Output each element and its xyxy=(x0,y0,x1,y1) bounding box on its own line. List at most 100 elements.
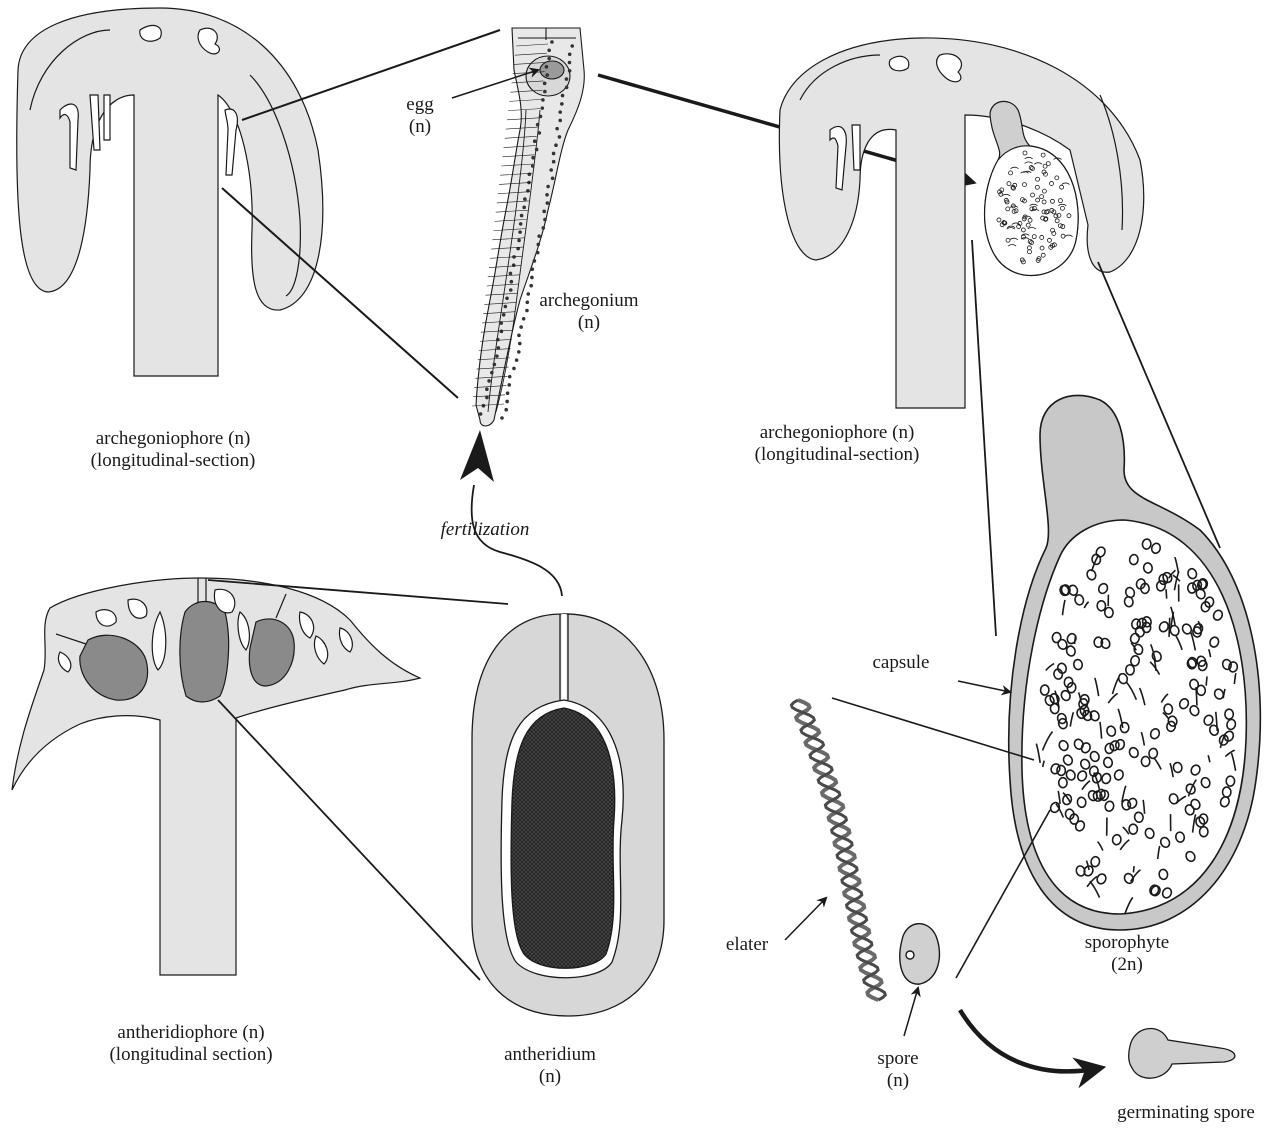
cell-nucleus xyxy=(561,94,565,98)
capsule-pointer xyxy=(958,681,1010,692)
cell-nucleus xyxy=(568,69,572,73)
cell-nucleus xyxy=(536,251,540,255)
cell-nucleus xyxy=(536,123,540,127)
connector-line xyxy=(956,810,1050,978)
cell-nucleus xyxy=(540,106,544,110)
cell-nucleus xyxy=(529,284,533,288)
cell-nucleus xyxy=(546,185,550,189)
cell-nucleus xyxy=(509,272,513,276)
archegoniophore-left-label: archegoniophore (n) (longitudinal-sectio… xyxy=(48,428,298,472)
antheridiophore-name: antheridiophore (n) xyxy=(66,1022,316,1044)
cell-nucleus xyxy=(530,267,534,271)
cell-nucleus xyxy=(519,222,523,226)
elater-pointer xyxy=(785,898,826,940)
cell-nucleus xyxy=(568,52,572,56)
cell-nucleus xyxy=(570,44,574,48)
cell-nucleus xyxy=(558,110,562,114)
fertilization-arrowhead xyxy=(460,430,494,482)
cell-nucleus xyxy=(551,176,555,180)
cell-nucleus xyxy=(485,387,489,391)
spore-pointer xyxy=(904,988,918,1036)
cell-nucleus xyxy=(512,367,516,371)
germinating-spore-text: germinating spore xyxy=(1088,1102,1284,1124)
cell-nucleus xyxy=(496,338,500,342)
connector-line xyxy=(972,240,996,636)
germinating-spore xyxy=(1129,1029,1235,1079)
cell-nucleus xyxy=(539,115,543,119)
cell-nucleus xyxy=(512,263,516,267)
cell-nucleus xyxy=(535,148,539,152)
cell-nucleus xyxy=(517,334,521,338)
cell-nucleus xyxy=(543,90,547,94)
cell-nucleus xyxy=(518,342,522,346)
sporophyte-name: sporophyte xyxy=(1062,932,1192,954)
cell-nucleus xyxy=(546,201,550,205)
cell-nucleus xyxy=(517,239,521,243)
cell-nucleus xyxy=(507,383,511,387)
capsule-elater xyxy=(1166,589,1167,598)
archegonium-label: archegonium (n) xyxy=(514,290,664,334)
germination-arrow xyxy=(960,1010,1100,1071)
cell-nucleus xyxy=(500,416,504,420)
cell-nucleus xyxy=(530,276,534,280)
cell-nucleus xyxy=(487,379,491,383)
cell-nucleus xyxy=(542,210,546,214)
cell-nucleus xyxy=(543,82,547,86)
cell-nucleus xyxy=(538,131,542,135)
cell-nucleus xyxy=(549,168,553,172)
sporophyte-label: sporophyte (2n) xyxy=(1062,932,1192,976)
cell-nucleus xyxy=(531,156,535,160)
cell-nucleus xyxy=(509,288,513,292)
fertilization-text: fertilization xyxy=(410,519,560,541)
archegoniophore-left-section: (longitudinal-section) xyxy=(48,450,298,472)
cell-nucleus xyxy=(504,408,508,412)
cell-nucleus xyxy=(479,412,483,416)
spore-name: spore xyxy=(860,1048,936,1070)
cell-nucleus xyxy=(482,404,486,408)
cell-nucleus xyxy=(523,197,527,201)
cell-nucleus xyxy=(552,160,556,164)
archegonium-name: archegonium xyxy=(514,290,664,312)
cell-nucleus xyxy=(565,86,569,90)
cell-nucleus xyxy=(520,214,524,218)
sporophyte-ploidy: (2n) xyxy=(1062,954,1192,976)
cell-nucleus xyxy=(558,135,562,139)
elater-text: elater xyxy=(712,934,782,956)
cell-nucleus xyxy=(565,77,569,81)
cell-nucleus xyxy=(531,164,535,168)
cell-nucleus xyxy=(545,73,549,77)
spore xyxy=(900,924,940,984)
cell-nucleus xyxy=(533,139,537,143)
capsule-text: capsule xyxy=(848,652,954,674)
cell-nucleus xyxy=(541,98,545,102)
cell-nucleus xyxy=(545,193,549,197)
capsule-elater xyxy=(1206,676,1207,685)
cell-nucleus xyxy=(541,226,545,230)
cell-nucleus xyxy=(537,234,541,238)
cell-nucleus xyxy=(547,48,551,52)
cell-nucleus xyxy=(490,371,494,375)
antheridiophore-section: (longitudinal section) xyxy=(66,1044,316,1066)
cell-nucleus xyxy=(536,243,540,247)
cell-nucleus xyxy=(552,152,556,156)
connector-line xyxy=(218,700,480,980)
antheridium-ploidy: (n) xyxy=(480,1066,620,1088)
cell-nucleus xyxy=(543,218,547,222)
antheridium-name: antheridium xyxy=(480,1044,620,1066)
connector-line xyxy=(832,698,1034,760)
egg-ploidy: (n) xyxy=(394,116,446,138)
cell-nucleus xyxy=(560,102,564,106)
capsule-elater xyxy=(1169,618,1170,637)
germinating-spore-label: germinating spore xyxy=(1088,1102,1284,1124)
egg-name: egg xyxy=(394,94,446,116)
cell-nucleus xyxy=(500,330,504,334)
archegoniophore-left xyxy=(17,8,323,376)
cell-nucleus xyxy=(506,391,510,395)
cell-nucleus xyxy=(504,305,508,309)
elater-label: elater xyxy=(712,934,782,956)
elater-strand xyxy=(796,700,881,1000)
cell-nucleus xyxy=(508,375,512,379)
cell-nucleus xyxy=(493,363,497,367)
cell-nucleus xyxy=(518,230,522,234)
archegoniophore-right-name: archegoniophore (n) xyxy=(712,422,962,444)
